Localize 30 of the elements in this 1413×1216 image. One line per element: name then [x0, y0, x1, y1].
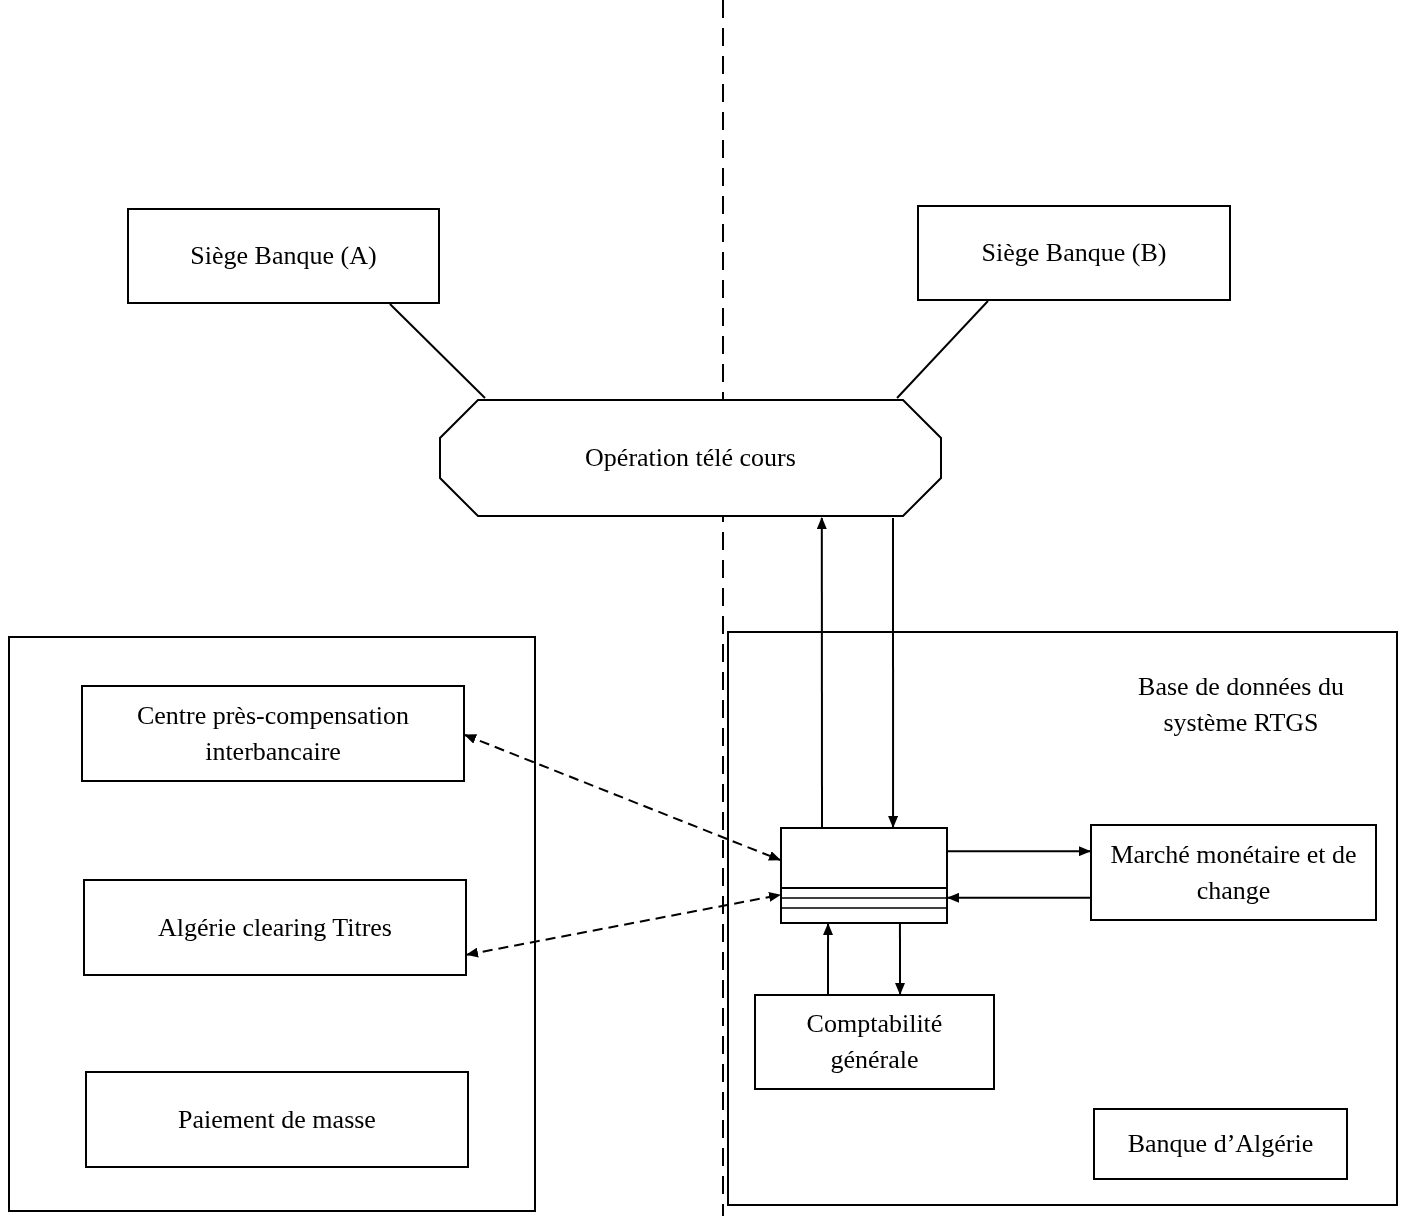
node-label: Opération télé cours — [585, 442, 796, 474]
process-box — [83, 879, 467, 976]
process-box — [81, 685, 465, 782]
node-label: Comptabilité générale — [805, 1008, 944, 1076]
process-box — [127, 208, 440, 304]
connector-arrow — [464, 733, 781, 861]
connector-arrow — [888, 517, 899, 828]
connector-arrow — [895, 923, 906, 995]
node-label: Centre près-compensation interbancaire — [135, 699, 411, 768]
node-label: Paiement de masse — [178, 1103, 376, 1136]
connector-arrow — [823, 923, 834, 995]
node-label: Siège Banque (A) — [190, 240, 377, 272]
process-box — [1090, 824, 1377, 921]
process-box — [1093, 1108, 1348, 1180]
connector-arrow — [466, 892, 781, 958]
panel-box — [8, 636, 536, 1212]
connector-arrow — [947, 892, 1091, 903]
octagon-node — [438, 398, 943, 518]
process-box — [917, 205, 1231, 301]
panel-title: Base de données du système RTGS — [1137, 671, 1345, 739]
process-box — [85, 1071, 469, 1168]
node-label: Algérie clearing Titres — [158, 911, 392, 944]
node-label: Siège Banque (B) — [981, 237, 1167, 269]
process-box — [754, 994, 995, 1090]
panel-box — [727, 631, 1398, 1206]
connector-arrow — [816, 517, 827, 828]
node-label: Banque d’Algérie — [1127, 1128, 1314, 1160]
database-box — [780, 827, 948, 924]
connector-arrow — [947, 846, 1091, 857]
node-label: Marché monétaire et de change — [1109, 838, 1358, 907]
